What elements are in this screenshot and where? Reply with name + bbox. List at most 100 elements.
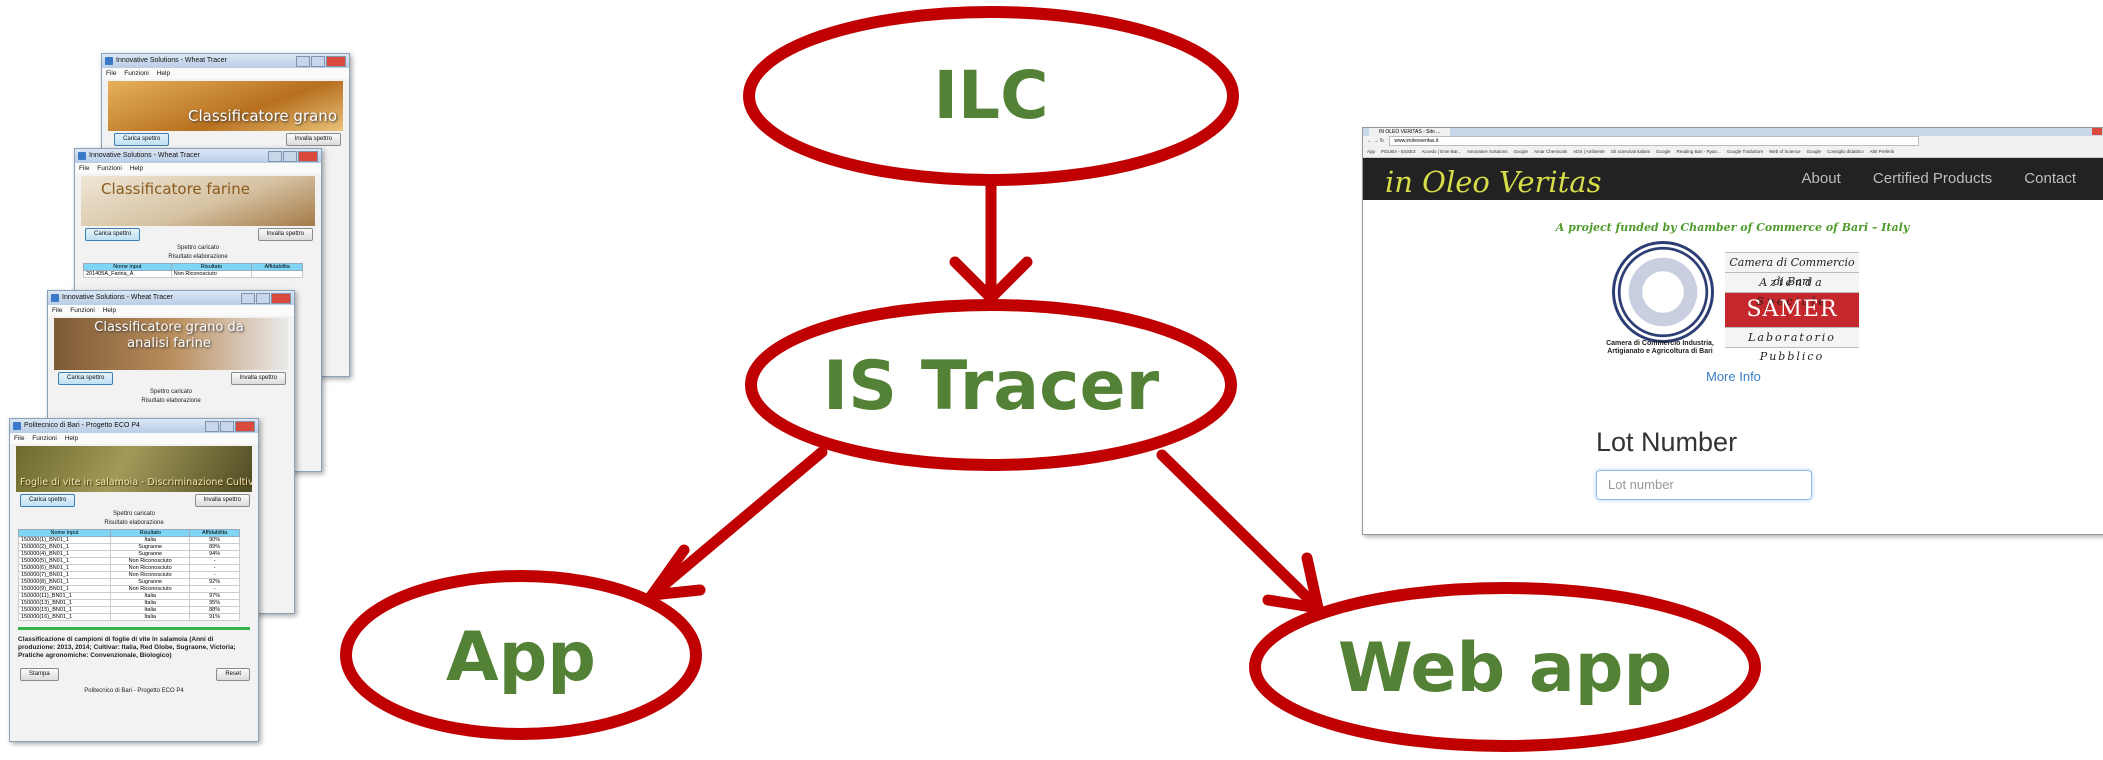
col-header-result: Risultato — [110, 529, 191, 537]
menu-help[interactable]: Help — [102, 307, 117, 314]
banner-title: Classificatore farine — [101, 180, 250, 198]
flour-banner: Classificatore farine — [81, 176, 315, 226]
col-header-reliability: Affidabilita — [189, 529, 240, 537]
minimize-icon[interactable] — [268, 151, 282, 162]
node-is-tracer-label: IS Tracer — [823, 347, 1160, 426]
site-brand[interactable]: in Oleo Veritas — [1385, 165, 1602, 199]
bookmark-item[interactable]: Gli scienziati italiani — [1610, 149, 1651, 154]
bookmark-item[interactable]: Google — [1513, 149, 1529, 154]
bookmark-item[interactable]: Google Traduttore — [1726, 149, 1764, 154]
close-icon[interactable] — [235, 421, 255, 432]
menu-funzioni[interactable]: Funzioni — [32, 435, 57, 442]
window-titlebar[interactable]: Politecnico di Bari - Progetto ECO P4 — [10, 419, 258, 433]
address-bar[interactable]: www.inoleoveritas.it — [1389, 136, 1920, 146]
maximize-icon[interactable] — [220, 421, 234, 432]
bookmark-item[interactable]: POLIBA - ESSE3 — [1381, 149, 1416, 154]
samer-line-lab: Laboratorio Pubblico — [1725, 327, 1859, 363]
close-icon[interactable] — [271, 293, 291, 304]
arrow-ilc-to-tracer — [949, 177, 1033, 306]
app-icon — [51, 294, 59, 302]
classification-description: Classificazione di campioni di foglie di… — [18, 636, 236, 659]
bookmark-item[interactable]: Consiglio didattico — [1827, 149, 1864, 154]
send-spectrum-button[interactable]: Invalla spettro — [257, 228, 313, 241]
back-icon[interactable]: ← — [1367, 138, 1372, 144]
send-spectrum-button[interactable]: Invalla spettro — [230, 372, 286, 385]
maximize-icon[interactable] — [311, 56, 325, 67]
grain-flour-banner: Classificatore grano da analisi farine — [54, 318, 288, 370]
arrow-tracer-to-webapp — [1156, 449, 1326, 615]
menu-help[interactable]: Help — [64, 435, 79, 442]
close-icon[interactable] — [2092, 128, 2102, 135]
app-window-eco-p4: Politecnico di Bari - Progetto ECO P4 Fi… — [9, 418, 259, 742]
send-spectrum-button[interactable]: Invalla spettro — [285, 133, 341, 146]
menu-file[interactable]: File — [79, 165, 90, 172]
load-spectrum-button[interactable]: Carica spettro — [58, 372, 114, 385]
window-titlebar[interactable]: Innovative Solutions - Wheat Tracer — [102, 54, 349, 68]
menu-help[interactable]: Help — [156, 70, 171, 77]
window-titlebar[interactable]: Innovative Solutions - Wheat Tracer — [48, 291, 294, 305]
menu-file[interactable]: File — [52, 307, 63, 314]
results-table: Nome input Risultato Affidabilita 201405… — [83, 263, 303, 278]
send-spectrum-button[interactable]: Invalla spettro — [194, 494, 250, 507]
window-footer: Politecnico di Bari - Progetto ECO P4 — [84, 688, 184, 694]
bookmark-item[interactable]: Web of Science — [1769, 149, 1801, 154]
browser-tab[interactable]: IN OLEO VERITAS - Sito ... — [1369, 128, 1451, 136]
bookmark-item[interactable]: ADS | Ambiente — [1573, 149, 1605, 154]
menu-funzioni[interactable]: Funzioni — [97, 165, 122, 172]
load-spectrum-button[interactable]: Carica spettro — [114, 133, 170, 146]
vine-leaves-banner: Foglie di vite in salamoia - Discriminaz… — [16, 446, 252, 492]
menu-help[interactable]: Help — [129, 165, 144, 172]
menu-file[interactable]: File — [14, 435, 25, 442]
nav-about[interactable]: About — [1801, 170, 1841, 187]
bookmark-item[interactable]: Altri Preferiti — [1869, 149, 1895, 154]
load-spectrum-button[interactable]: Carica spettro — [85, 228, 141, 241]
menu-funzioni[interactable]: Funzioni — [70, 307, 95, 314]
status-spectrum-loaded: Spettro caricato — [176, 245, 220, 251]
bookmark-item[interactable]: Google — [1806, 149, 1822, 154]
menu-file[interactable]: File — [106, 70, 117, 77]
app-icon — [105, 57, 113, 65]
samer-line-agency: Azienda Speciale — [1725, 272, 1859, 308]
bookmark-item[interactable]: Google — [1656, 149, 1671, 154]
menu-funzioni[interactable]: Funzioni — [124, 70, 149, 77]
minimize-icon[interactable] — [205, 421, 219, 432]
bookmark-item[interactable]: App — [1367, 149, 1376, 154]
maximize-icon[interactable] — [283, 151, 297, 162]
lot-number-label: Lot Number — [1596, 427, 1738, 457]
nav-contact[interactable]: Contact — [2024, 170, 2076, 187]
window-titlebar[interactable]: Innovative Solutions - Wheat Tracer — [75, 149, 321, 163]
load-spectrum-button[interactable]: Carica spettro — [20, 494, 76, 507]
bookmark-item[interactable]: Reading Bari - Ryan... — [1676, 149, 1721, 154]
window-title: Innovative Solutions - Wheat Tracer — [116, 57, 227, 64]
reload-icon[interactable]: ↻ — [1379, 138, 1384, 144]
banner-title: Foglie di vite in salamoia - Discriminaz… — [20, 477, 252, 488]
minimize-icon[interactable] — [296, 56, 310, 67]
nav-certified-products[interactable]: Certified Products — [1872, 170, 1993, 187]
print-button[interactable]: Stampa — [20, 668, 59, 681]
bookmark-item[interactable]: Innovative Solutions — [1467, 149, 1508, 154]
minimize-icon[interactable] — [241, 293, 255, 304]
maximize-icon[interactable] — [256, 293, 270, 304]
bookmark-item[interactable]: Accedo | Ente Bar... — [1421, 149, 1462, 154]
close-icon[interactable] — [326, 56, 346, 67]
close-icon[interactable] — [298, 151, 318, 162]
more-info-link[interactable]: More Info — [1706, 369, 1761, 384]
status-processing-result: Risultato elaborazione — [104, 520, 164, 526]
table-row[interactable]: 201405A_Farina_A Non Riconosciuto — [83, 270, 303, 278]
forward-icon[interactable]: → — [1373, 138, 1379, 144]
reset-button[interactable]: Reset — [216, 668, 250, 681]
lot-number-input[interactable]: Lot number — [1596, 470, 1812, 500]
bookmark-item[interactable]: Amar Chemicals — [1534, 149, 1568, 154]
